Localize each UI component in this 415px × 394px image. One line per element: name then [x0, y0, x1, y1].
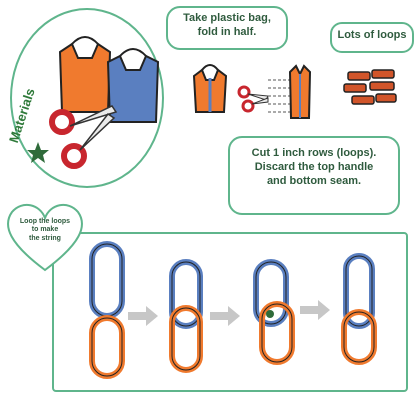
- arrow-right-icon: [300, 300, 330, 320]
- loop-stage-1: [92, 244, 122, 376]
- loop-stage-3: [256, 262, 292, 362]
- arrow-right-icon: [210, 306, 240, 326]
- arrow-right-icon: [128, 306, 158, 326]
- loop-stage-4: [344, 256, 374, 362]
- loop-stage-2: [172, 262, 200, 370]
